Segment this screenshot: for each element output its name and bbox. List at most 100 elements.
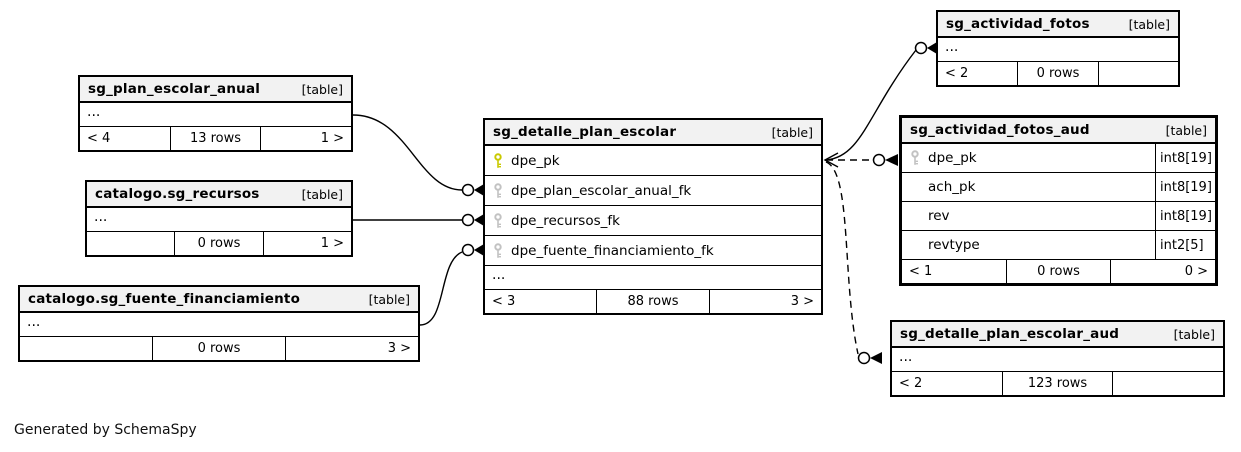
degree-out: 1 > (262, 232, 351, 255)
fk-endpoint-circle (872, 153, 886, 167)
row-count: 0 rows (1017, 62, 1097, 85)
generated-by-note: Generated by SchemaSpy (14, 422, 197, 438)
column-name: revtype (928, 237, 980, 253)
table-title: sg_actividad_fotos_aud (910, 122, 1090, 138)
foreign-key-icon (492, 242, 503, 259)
fk-line-fuente-financiamiento (419, 251, 463, 326)
table-catalogo-sg-recursos[interactable]: catalogo.sg_recursos [table] ... 0 rows … (85, 180, 353, 257)
degree-out: 3 > (285, 337, 418, 360)
table-title: sg_actividad_fotos (946, 16, 1090, 32)
table-footer: < 4 13 rows 1 > (80, 127, 351, 150)
column-name: rev (928, 208, 950, 224)
elided-columns-row: ... (80, 103, 351, 127)
parent-open-arrow (823, 152, 839, 168)
column-type: int2[5] (1155, 231, 1215, 259)
row-count: 0 rows (1005, 260, 1111, 283)
column-type: int8[19] (1155, 173, 1215, 201)
column-name: dpe_recursos_fk (511, 212, 620, 229)
table-header[interactable]: catalogo.sg_fuente_financiamiento [table… (20, 287, 418, 313)
table-tag: [table] (301, 186, 343, 202)
column-row-ach-pk[interactable]: ach_pk int8[19] (902, 173, 1215, 202)
degree-out: 1 > (260, 127, 351, 150)
row-count: 13 rows (169, 127, 261, 150)
column-row-revtype[interactable]: revtype int2[5] (902, 231, 1215, 260)
degree-in (87, 232, 174, 255)
column-name: ach_pk (928, 179, 976, 195)
table-title: sg_plan_escolar_anual (88, 81, 261, 97)
elided-columns-row: ... (892, 348, 1223, 372)
degree-out (1097, 62, 1178, 85)
row-count: 88 rows (596, 290, 708, 313)
foreign-key-icon (492, 182, 503, 199)
table-title: sg_detalle_plan_escolar (493, 124, 677, 140)
degree-out: 0 > (1110, 260, 1215, 283)
column-type: int8[19] (1155, 202, 1215, 230)
table-header[interactable]: sg_plan_escolar_anual [table] (80, 77, 351, 103)
fk-endpoint-circle (461, 243, 475, 257)
column-row-rev[interactable]: rev int8[19] (902, 202, 1215, 231)
elided-columns-row: ... (20, 313, 418, 337)
primary-key-icon (492, 152, 503, 169)
table-title: sg_detalle_plan_escolar_aud (900, 326, 1120, 342)
fk-endpoint-circle (461, 213, 475, 227)
row-count: 0 rows (152, 337, 285, 360)
foreign-key-icon (492, 212, 503, 229)
degree-out: 3 > (708, 290, 821, 313)
table-footer: < 3 88 rows 3 > (485, 290, 821, 313)
fk-endpoint-circle (857, 351, 871, 365)
column-row-dpe-fuente-financiamiento-fk[interactable]: dpe_fuente_financiamiento_fk (485, 236, 821, 266)
table-tag: [table] (368, 291, 410, 307)
column-row-dpe-recursos-fk[interactable]: dpe_recursos_fk (485, 206, 821, 236)
column-name: dpe_pk (928, 150, 977, 166)
table-tag: [table] (1173, 326, 1215, 342)
column-row-dpe-pk[interactable]: dpe_pk int8[19] (902, 144, 1215, 173)
fk-endpoint-circle (461, 183, 475, 197)
degree-in: < 2 (945, 66, 969, 81)
degree-in: < 1 (909, 264, 933, 279)
table-tag: [table] (301, 81, 343, 97)
table-header[interactable]: sg_actividad_fotos_aud [table] (902, 118, 1215, 144)
degree-in (20, 337, 152, 360)
elided-columns-row: ... (87, 208, 351, 232)
table-footer: < 2 0 rows (938, 62, 1178, 85)
foreign-key-icon (909, 150, 920, 166)
row-count: 123 rows (1001, 372, 1113, 395)
table-tag: [table] (1128, 16, 1170, 32)
table-footer: < 1 0 rows 0 > (902, 260, 1215, 283)
table-footer: 0 rows 3 > (20, 337, 418, 360)
elided-columns-row: ... (938, 38, 1178, 62)
table-footer: 0 rows 1 > (87, 232, 351, 255)
fk-line-plan-escolar-anual (352, 114, 463, 191)
table-sg-detalle-plan-escolar[interactable]: sg_detalle_plan_escolar [table] dpe_pk (483, 118, 823, 315)
table-header[interactable]: sg_actividad_fotos [table] (938, 12, 1178, 38)
table-sg-detalle-plan-escolar-aud[interactable]: sg_detalle_plan_escolar_aud [table] ... … (890, 320, 1225, 397)
implied-line-detalle-plan-escolar-aud (825, 161, 859, 355)
table-title: catalogo.sg_recursos (95, 186, 260, 202)
degree-in: < 3 (492, 294, 516, 309)
table-sg-actividad-fotos-aud[interactable]: sg_actividad_fotos_aud [table] dpe_pk in… (899, 115, 1218, 286)
column-name: dpe_plan_escolar_anual_fk (511, 182, 692, 199)
degree-in: < 4 (87, 131, 111, 146)
table-header[interactable]: sg_detalle_plan_escolar_aud [table] (892, 322, 1223, 348)
column-name: dpe_fuente_financiamiento_fk (511, 242, 714, 259)
degree-out (1112, 372, 1223, 395)
table-title: catalogo.sg_fuente_financiamiento (28, 291, 301, 307)
table-sg-actividad-fotos[interactable]: sg_actividad_fotos [table] ... < 2 0 row… (936, 10, 1180, 87)
crowfoot-arrow (870, 352, 882, 364)
table-header[interactable]: sg_detalle_plan_escolar [table] (485, 120, 821, 146)
fk-endpoint-circle (914, 41, 928, 55)
table-footer: < 2 123 rows (892, 372, 1223, 395)
table-catalogo-sg-fuente-financiamiento[interactable]: catalogo.sg_fuente_financiamiento [table… (18, 285, 420, 362)
crowfoot-arrow (885, 154, 898, 166)
column-type: int8[19] (1155, 144, 1215, 172)
column-name: dpe_pk (511, 152, 560, 169)
table-sg-plan-escolar-anual[interactable]: sg_plan_escolar_anual [table] ... < 4 13… (78, 75, 353, 152)
column-row-dpe-pk[interactable]: dpe_pk (485, 146, 821, 176)
elided-columns-row: ... (485, 266, 821, 290)
column-row-dpe-plan-escolar-anual-fk[interactable]: dpe_plan_escolar_anual_fk (485, 176, 821, 206)
table-tag: [table] (771, 124, 813, 140)
table-header[interactable]: catalogo.sg_recursos [table] (87, 182, 351, 208)
row-count: 0 rows (174, 232, 262, 255)
degree-in: < 2 (899, 376, 923, 391)
